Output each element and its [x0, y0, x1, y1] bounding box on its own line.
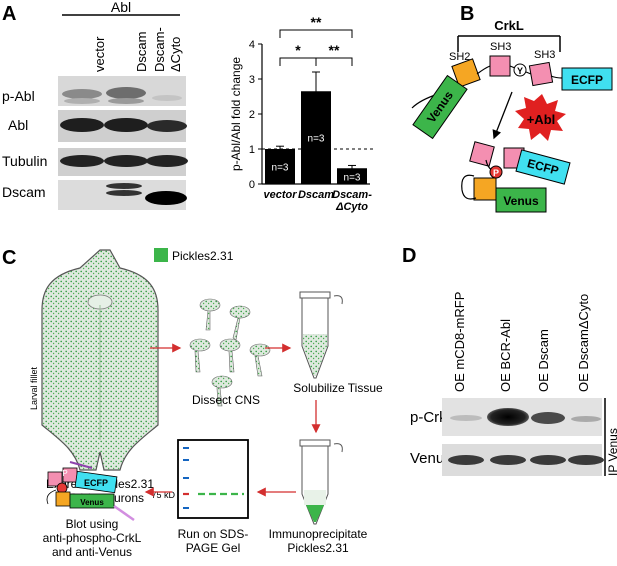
bar-label: n=3 — [272, 163, 289, 174]
panel-label-d: D — [402, 245, 416, 267]
bar — [265, 149, 295, 184]
tube-solubilize — [299, 291, 343, 379]
bar-label: n=3 — [308, 134, 325, 145]
lane-label-dscam-cyto-2: ΔCyto — [168, 37, 183, 72]
blot-p-crkl — [442, 398, 602, 436]
abl-label: +Abl — [527, 112, 556, 127]
y-axis-label: p-Abl/Abl fold change — [229, 57, 243, 171]
fold-change-chart: 0 1 2 3 4 p-Abl/Abl fold change n=3 vector n=3Ds… — [229, 14, 376, 213]
svg-text:Venus: Venus — [503, 194, 539, 208]
row-label-abl: Abl — [8, 117, 28, 133]
lane-label-mcd8: OE mCD8-mRFP — [452, 292, 467, 392]
svg-text:P: P — [493, 168, 499, 178]
ecfp-box-closed — [515, 149, 571, 185]
crkl-label: CrkL — [494, 18, 524, 33]
ip-label-2: Pickles2.31 — [287, 541, 349, 555]
significance-label: ** — [311, 14, 322, 30]
significance-label: * — [295, 42, 301, 58]
kd-marker: 75 kD — [151, 490, 175, 500]
significance-label: ** — [329, 42, 340, 58]
y-tick-label: 4 — [249, 39, 255, 51]
run-label-2: PAGE Gel — [186, 541, 240, 555]
blot-p-abl — [58, 76, 186, 106]
blot-abl — [58, 110, 187, 142]
sh3-label-2: SH3 — [534, 49, 555, 61]
sds-page-gel — [177, 439, 249, 519]
sh2-label: SH2 — [449, 51, 470, 63]
blot-text-3: and anti-Venus — [52, 545, 132, 559]
row-label-venus: Venus — [410, 450, 452, 467]
y-tick-label: 1 — [249, 144, 255, 156]
panel-label-a: A — [2, 3, 16, 25]
significance-bracket — [279, 57, 317, 66]
lane-label-dscam: Dscam — [134, 32, 149, 72]
category-label: Dscam — [298, 189, 334, 201]
sh3-domain-1 — [489, 55, 511, 77]
row-label-p-abl: p-Abl — [2, 88, 35, 104]
dissected-cns — [189, 298, 271, 407]
panel-label-b: B — [460, 3, 474, 25]
category-label: Dscam- — [332, 189, 372, 201]
ecfp-box — [561, 67, 613, 91]
blot-venus — [442, 444, 604, 476]
tube-ip — [299, 439, 343, 525]
lane-label-dscam-cyto: OE DscamΔCyto — [576, 294, 591, 392]
blot-text-2: anti-phospho-CrkL — [43, 531, 142, 545]
sh3-label-1: SH3 — [490, 41, 511, 53]
blot-dscam — [58, 180, 187, 210]
category-label: vector — [263, 189, 297, 201]
larval-fillet-label: Larval fillet — [29, 366, 39, 410]
sh2-domain — [451, 58, 481, 88]
svg-text:ECFP: ECFP — [571, 73, 603, 87]
tyrosine-site — [513, 63, 527, 77]
lane-label-dscam-cyto-1: Dscam- — [152, 27, 167, 72]
abl-header: Abl — [111, 0, 131, 15]
bar — [337, 168, 367, 184]
dissect-label: Dissect CNS — [192, 393, 260, 407]
category-label: ΔCyto — [335, 201, 368, 213]
blot-venus-label: Venus — [80, 498, 104, 507]
row-label-dscam: Dscam — [2, 184, 46, 200]
abl-starburst — [515, 94, 566, 141]
lane-label-vector: vector — [92, 36, 107, 72]
row-label-tubulin: Tubulin — [2, 153, 47, 169]
significance-bracket — [279, 29, 353, 38]
y-tick-label: 0 — [249, 179, 255, 191]
blot-construct-icon — [46, 461, 135, 522]
panel-label-c: C — [2, 247, 16, 269]
sh2-domain-closed — [473, 177, 497, 201]
sh3-domain-closed-1 — [469, 141, 495, 167]
pickles-legend-label: Pickles2.31 — [172, 249, 234, 263]
y-tick-label: 3 — [249, 74, 255, 86]
venus-box — [412, 74, 468, 140]
svg-text:P: P — [62, 469, 67, 478]
bar-label: n=3 — [344, 172, 361, 183]
lane-label-oe-dscam: OE Dscam — [536, 329, 551, 392]
blot-ecfp-label: ECFP — [84, 478, 108, 488]
phosphorylation-arrow — [492, 91, 513, 140]
blot-text-1: Blot using — [66, 517, 119, 531]
ip-venus-label: IP Venus — [606, 428, 617, 476]
lane-label-bcr-abl: OE BCR-Abl — [498, 319, 513, 392]
svg-text:Y: Y — [517, 66, 523, 76]
run-label-1: Run on SDS- — [178, 527, 249, 541]
solubilize-label: Solubilize Tissue — [293, 381, 383, 395]
sh3-domain-2 — [528, 61, 554, 87]
pickles-legend-swatch — [154, 248, 168, 262]
venus-box-closed — [495, 187, 547, 213]
blot-tubulin — [58, 148, 188, 176]
y-tick-label: 2 — [249, 109, 255, 121]
significance-bracket — [315, 57, 353, 66]
ip-label-1: Immunoprecipitate — [269, 527, 368, 541]
